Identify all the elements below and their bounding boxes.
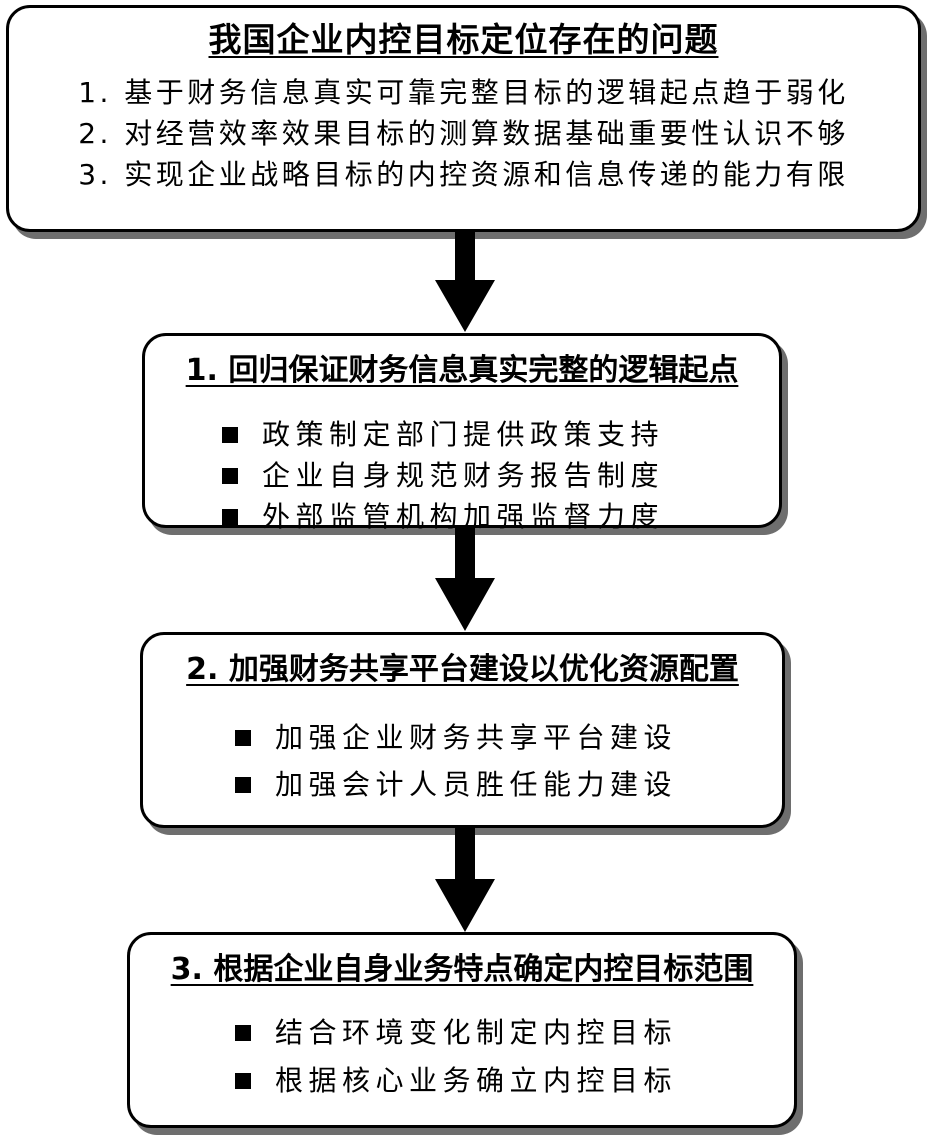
step3-bullet-text-1: 结合环境变化制定内控目标 [275, 1016, 678, 1049]
down-arrow-3 [435, 828, 495, 932]
step2-box: 2. 加强财务共享平台建设以优化资源配置 加强企业财务共享平台建设 加强会计人员… [140, 632, 785, 828]
step3-title: 3. 根据企业自身业务特点确定内控目标范围 [170, 952, 754, 987]
step3-bullet-1: 结合环境变化制定内控目标 [235, 1009, 677, 1057]
problem-item-3: 3. 实现企业战略目标的内控资源和信息传递的能力有限 [78, 158, 849, 191]
step3-bullets: 结合环境变化制定内控目标 根据核心业务确立内控目标 [235, 1009, 677, 1105]
down-arrow-1 [435, 232, 495, 332]
square-bullet-icon [235, 776, 251, 793]
step1-bullet-text-1: 政策制定部门提供政策支持 [262, 418, 665, 451]
square-bullet-icon [235, 729, 251, 746]
step2-bullet-text-2: 加强会计人员胜任能力建设 [275, 768, 678, 801]
square-bullet-icon [235, 1025, 251, 1041]
step1-bullet-1: 政策制定部门提供政策支持 [222, 414, 664, 455]
step1-box: 1. 回归保证财务信息真实完整的逻辑起点 政策制定部门提供政策支持 企业自身规范… [142, 333, 782, 533]
step1-bullet-2: 企业自身规范财务报告制度 [222, 455, 664, 496]
step2-bullet-text-1: 加强企业财务共享平台建设 [275, 721, 678, 754]
square-bullet-icon [222, 467, 238, 484]
square-bullet-icon [235, 1073, 251, 1089]
problems-list: 1. 基于财务信息真实可靠完整目标的逻辑起点趋于弱化 2. 对经营效率效果目标的… [9, 72, 918, 195]
step2-bullet-1: 加强企业财务共享平台建设 [235, 714, 677, 761]
square-bullet-icon [222, 426, 238, 443]
step3-bullet-text-2: 根据核心业务确立内控目标 [275, 1064, 678, 1097]
step3-bullet-2: 根据核心业务确立内控目标 [235, 1057, 677, 1105]
step2-title: 2. 加强财务共享平台建设以优化资源配置 [186, 652, 739, 687]
problem-item-1: 1. 基于财务信息真实可靠完整目标的逻辑起点趋于弱化 [78, 76, 849, 109]
step2-bullets: 加强企业财务共享平台建设 加强会计人员胜任能力建设 [235, 714, 677, 808]
problem-item-2: 2. 对经营效率效果目标的测算数据基础重要性认识不够 [78, 117, 849, 150]
problems-box: 我国企业内控目标定位存在的问题 1. 基于财务信息真实可靠完整目标的逻辑起点趋于… [6, 5, 921, 232]
step2-bullet-2: 加强会计人员胜任能力建设 [235, 761, 677, 808]
step1-bullets: 政策制定部门提供政策支持 企业自身规范财务报告制度 外部监管机构加强监督力度 [222, 414, 664, 537]
problems-title: 我国企业内控目标定位存在的问题 [208, 20, 719, 59]
step1-bullet-text-2: 企业自身规范财务报告制度 [262, 459, 665, 492]
step3-box: 3. 根据企业自身业务特点确定内控目标范围 结合环境变化制定内控目标 根据核心业… [127, 932, 797, 1128]
step1-title: 1. 回归保证财务信息真实完整的逻辑起点 [185, 353, 739, 388]
down-arrow-2 [435, 528, 495, 631]
step1-bullet-3: 外部监管机构加强监督力度 [222, 496, 664, 537]
square-bullet-icon [222, 508, 238, 525]
step1-bullet-text-3: 外部监管机构加强监督力度 [262, 500, 665, 533]
